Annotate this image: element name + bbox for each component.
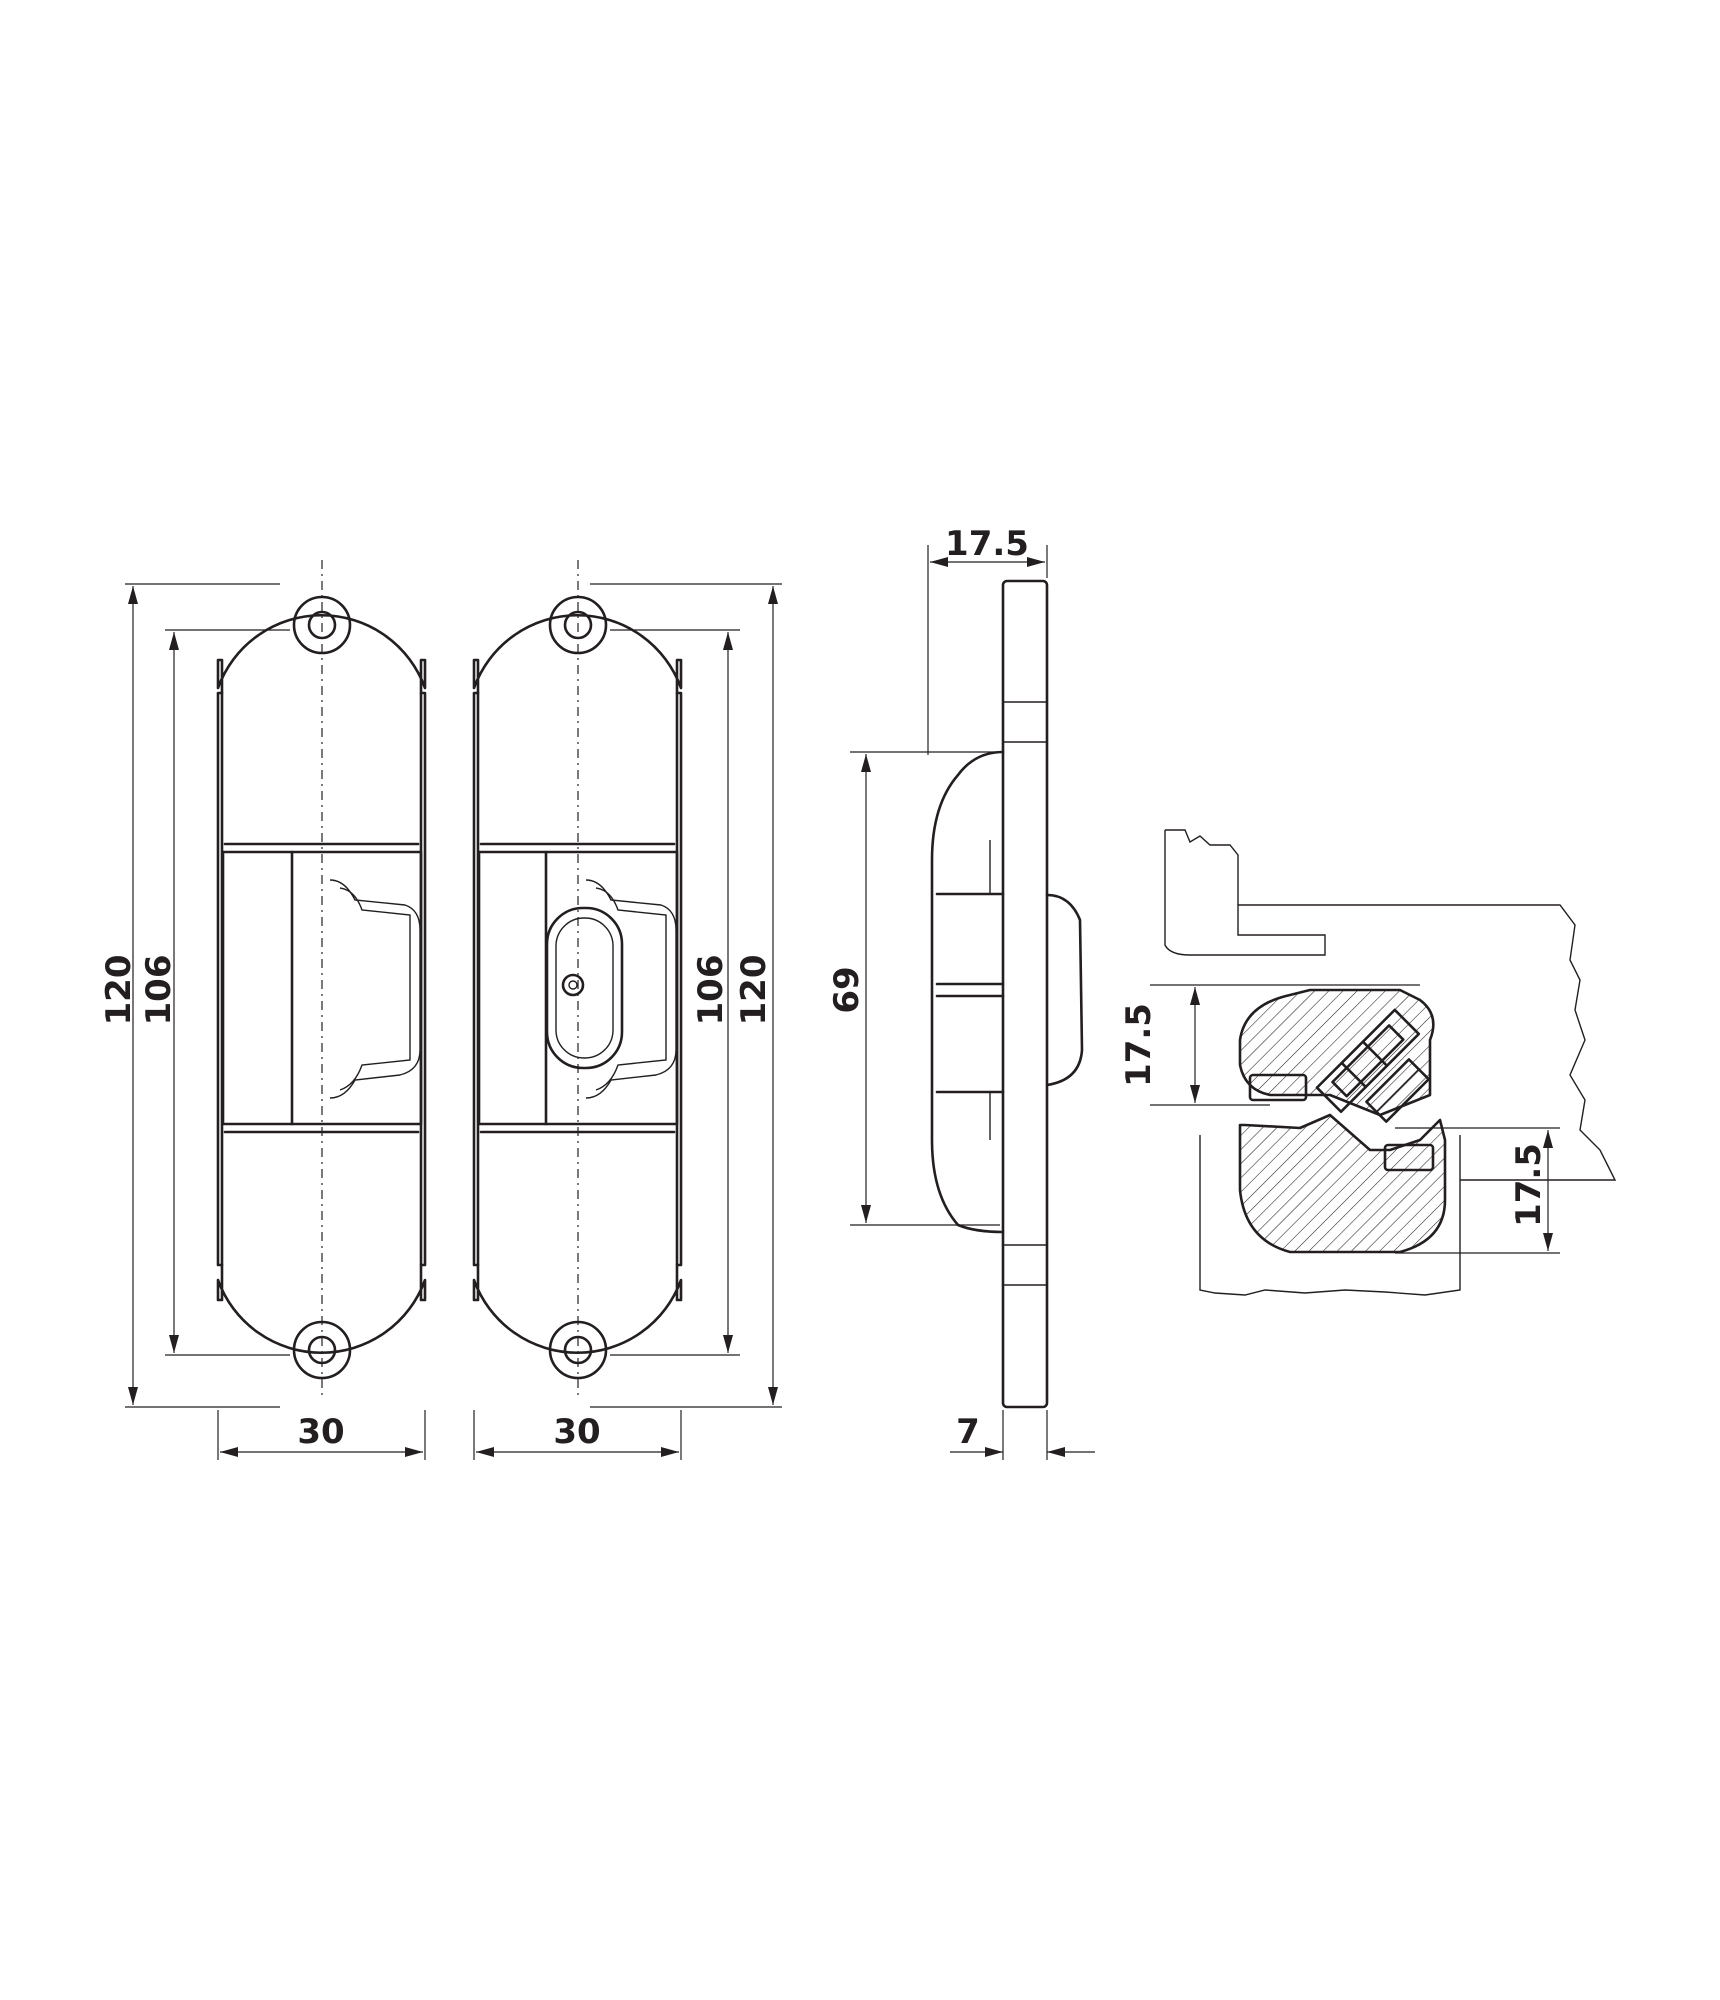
back-width-label: 30 bbox=[553, 1412, 600, 1452]
hinge-side-view bbox=[930, 579, 1084, 1409]
frame-outline bbox=[1199, 1135, 1461, 1296]
side-body-height-label: 69 bbox=[827, 966, 867, 1013]
side-hinge-body bbox=[930, 750, 1005, 1234]
door-panel-outline bbox=[1164, 830, 1617, 1181]
hinge-back-view bbox=[472, 560, 683, 1400]
back-dimension-lines bbox=[473, 583, 782, 1460]
side-dimension-lines bbox=[850, 545, 1095, 1460]
adjustment-cam-slot bbox=[545, 906, 624, 1070]
section-offset-bottom-label: 17.5 bbox=[1509, 1143, 1549, 1227]
section-offset-top-label: 17.5 bbox=[1119, 1003, 1159, 1087]
hinge-front-view bbox=[216, 560, 427, 1400]
hinge-upper-section bbox=[1238, 988, 1435, 1117]
installed-section-view bbox=[1150, 829, 1617, 1296]
back-total-height-label: 120 bbox=[734, 955, 774, 1026]
front-cam-recess bbox=[329, 879, 421, 1099]
back-center-block bbox=[477, 850, 679, 1126]
hinge-pivot-arm bbox=[1315, 1008, 1430, 1123]
side-depth-label: 17.5 bbox=[945, 524, 1029, 564]
side-plate-thickness-label: 7 bbox=[956, 1412, 980, 1452]
side-rear-boss bbox=[1045, 893, 1084, 1087]
front-hole-spacing-label: 106 bbox=[139, 955, 179, 1026]
front-total-height-label: 120 bbox=[99, 955, 139, 1026]
front-dimension-lines bbox=[125, 583, 426, 1460]
side-mounting-plate bbox=[1001, 579, 1049, 1409]
hinge-lower-section bbox=[1238, 1113, 1447, 1254]
front-width-label: 30 bbox=[297, 1412, 344, 1452]
adjustment-screw bbox=[561, 973, 585, 997]
back-hole-spacing-label: 106 bbox=[691, 955, 731, 1026]
front-center-block bbox=[221, 850, 423, 1126]
